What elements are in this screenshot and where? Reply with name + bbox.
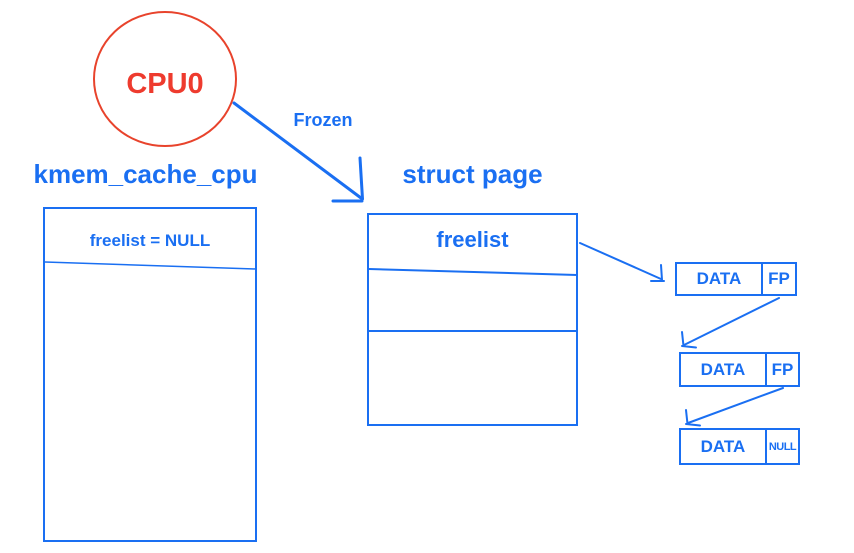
slab-object-2: DATA FP — [679, 352, 800, 387]
fp1-arrowhead — [681, 331, 697, 349]
object2-data-cell: DATA — [700, 359, 746, 379]
slab-object-3: DATA NULL — [679, 428, 800, 465]
object3-null-cell: NULL — [765, 430, 798, 463]
kmem-cache-cpu-title: kmem_cache_cpu — [33, 159, 258, 189]
fp2-arrow-shaft — [687, 387, 784, 424]
kmem-freelist-field: freelist = NULL — [89, 231, 211, 250]
slab-object-1: DATA FP — [675, 262, 797, 296]
cpu0-label: CPU0 — [126, 68, 204, 100]
freelist-arrow-shaft — [579, 242, 662, 280]
object2-fp-cell: FP — [765, 354, 798, 385]
frozen-arrowhead — [331, 156, 364, 203]
object3-data-cell: DATA — [700, 436, 746, 456]
freelist-arrowhead — [650, 264, 665, 282]
object1-data-cell: DATA — [696, 269, 742, 288]
page-freelist-field: freelist — [436, 227, 509, 252]
frozen-edge-label: Frozen — [293, 110, 353, 130]
object1-fp-cell: FP — [761, 264, 795, 294]
fp2-arrowhead — [685, 409, 701, 427]
kmem-cache-cpu-box: freelist = NULL — [43, 207, 257, 542]
fp1-arrow-shaft — [683, 297, 780, 346]
struct-page-box: freelist — [367, 213, 578, 426]
struct-page-title: struct page — [402, 159, 543, 189]
